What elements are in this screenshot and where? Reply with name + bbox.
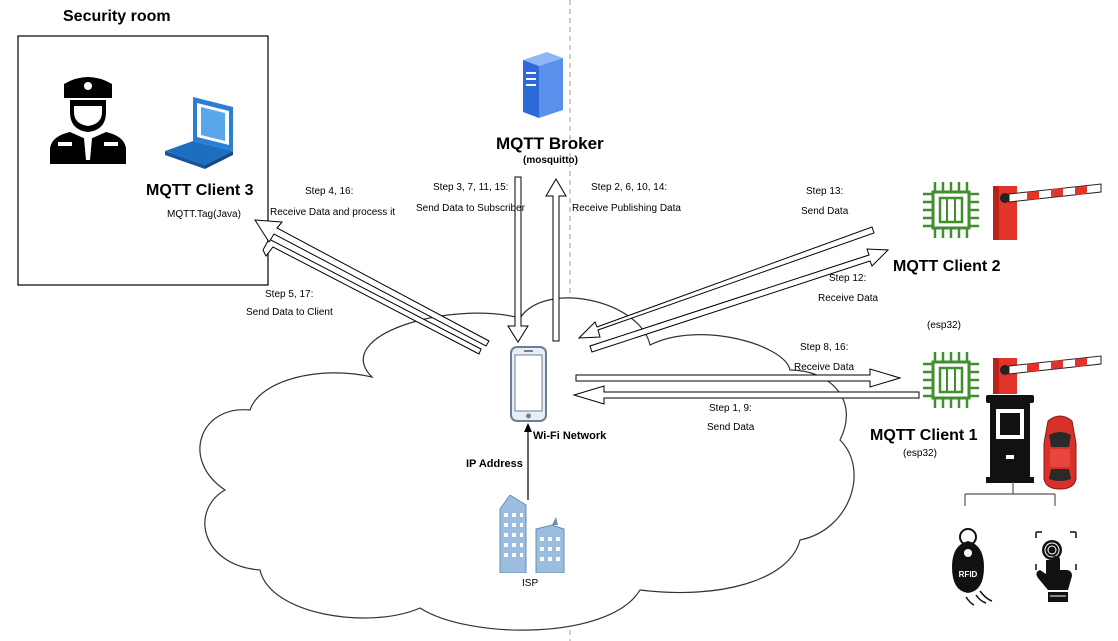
isp-label: ISP <box>522 578 539 589</box>
step-4-16-title: Step 4, 16: <box>305 186 354 197</box>
svg-text:RFID: RFID <box>959 570 978 579</box>
arrow-network-to-client1 <box>575 368 902 388</box>
barrier-gate-icon <box>993 182 1103 240</box>
step-4-16-text: Receive Data and process it <box>270 207 396 218</box>
client3-subtitle: MQTT.Tag(Java) <box>167 209 241 220</box>
wifi-network-label: Wi-Fi Network <box>533 430 607 442</box>
client1-subtitle: (esp32) <box>903 448 937 459</box>
fingerprint-icon <box>1032 530 1080 602</box>
step-5-17-text: Send Data to Client <box>246 307 333 318</box>
arrow-network-to-client2 <box>589 248 890 353</box>
arrow-client2-to-network <box>577 226 875 339</box>
microchip-icon <box>921 350 981 410</box>
server-icon <box>519 52 565 118</box>
arrow-network-to-client3 <box>254 219 490 347</box>
security-room-title: Security room <box>63 8 171 25</box>
rfid-tag-icon: RFID <box>946 527 998 607</box>
step-12-title: Step 12: <box>829 273 867 284</box>
arrow-network-to-broker <box>545 178 567 342</box>
kiosk-connector <box>964 482 1056 506</box>
laptop-icon <box>163 95 239 171</box>
step-13-title: Step 13: <box>806 186 844 197</box>
client1-title: MQTT Client 1 <box>870 427 978 444</box>
step-12-text: Receive Data <box>818 293 879 304</box>
step-3-title: Step 3, 7, 11, 15: <box>433 182 509 193</box>
step-13-text: Send Data <box>801 206 849 217</box>
security-guard-icon <box>46 72 130 164</box>
client2-title: MQTT Client 2 <box>893 258 1001 275</box>
step-3-text: Send Data to Subscriber <box>416 203 525 214</box>
arrow-client1-to-network <box>572 385 920 405</box>
microchip-icon <box>921 180 981 240</box>
broker-title: MQTT Broker <box>496 134 604 153</box>
arrow-broker-to-network <box>507 176 529 343</box>
step-8-16-text: Receive Data <box>794 362 855 373</box>
parking-kiosk-icon <box>984 393 1036 485</box>
broker-subtitle: (mosquitto) <box>523 155 578 166</box>
step-5-17-title: Step 5, 17: <box>265 289 314 300</box>
step-2-text: Receive Publishing Data <box>572 203 681 214</box>
car-icon <box>1040 413 1080 491</box>
step-8-16-title: Step 8, 16: <box>800 342 849 353</box>
ip-address-label: IP Address <box>466 458 523 470</box>
barrier-gate-icon <box>993 354 1103 394</box>
step-2-title: Step 2, 6, 10, 14: <box>591 182 668 193</box>
client3-title: MQTT Client 3 <box>146 182 254 199</box>
smartphone-icon <box>510 346 547 422</box>
city-buildings-icon <box>496 494 568 574</box>
step-1-9-text: Send Data <box>707 422 755 433</box>
step-1-9-title: Step 1, 9: <box>709 403 752 414</box>
client2-subtitle: (esp32) <box>927 320 961 331</box>
